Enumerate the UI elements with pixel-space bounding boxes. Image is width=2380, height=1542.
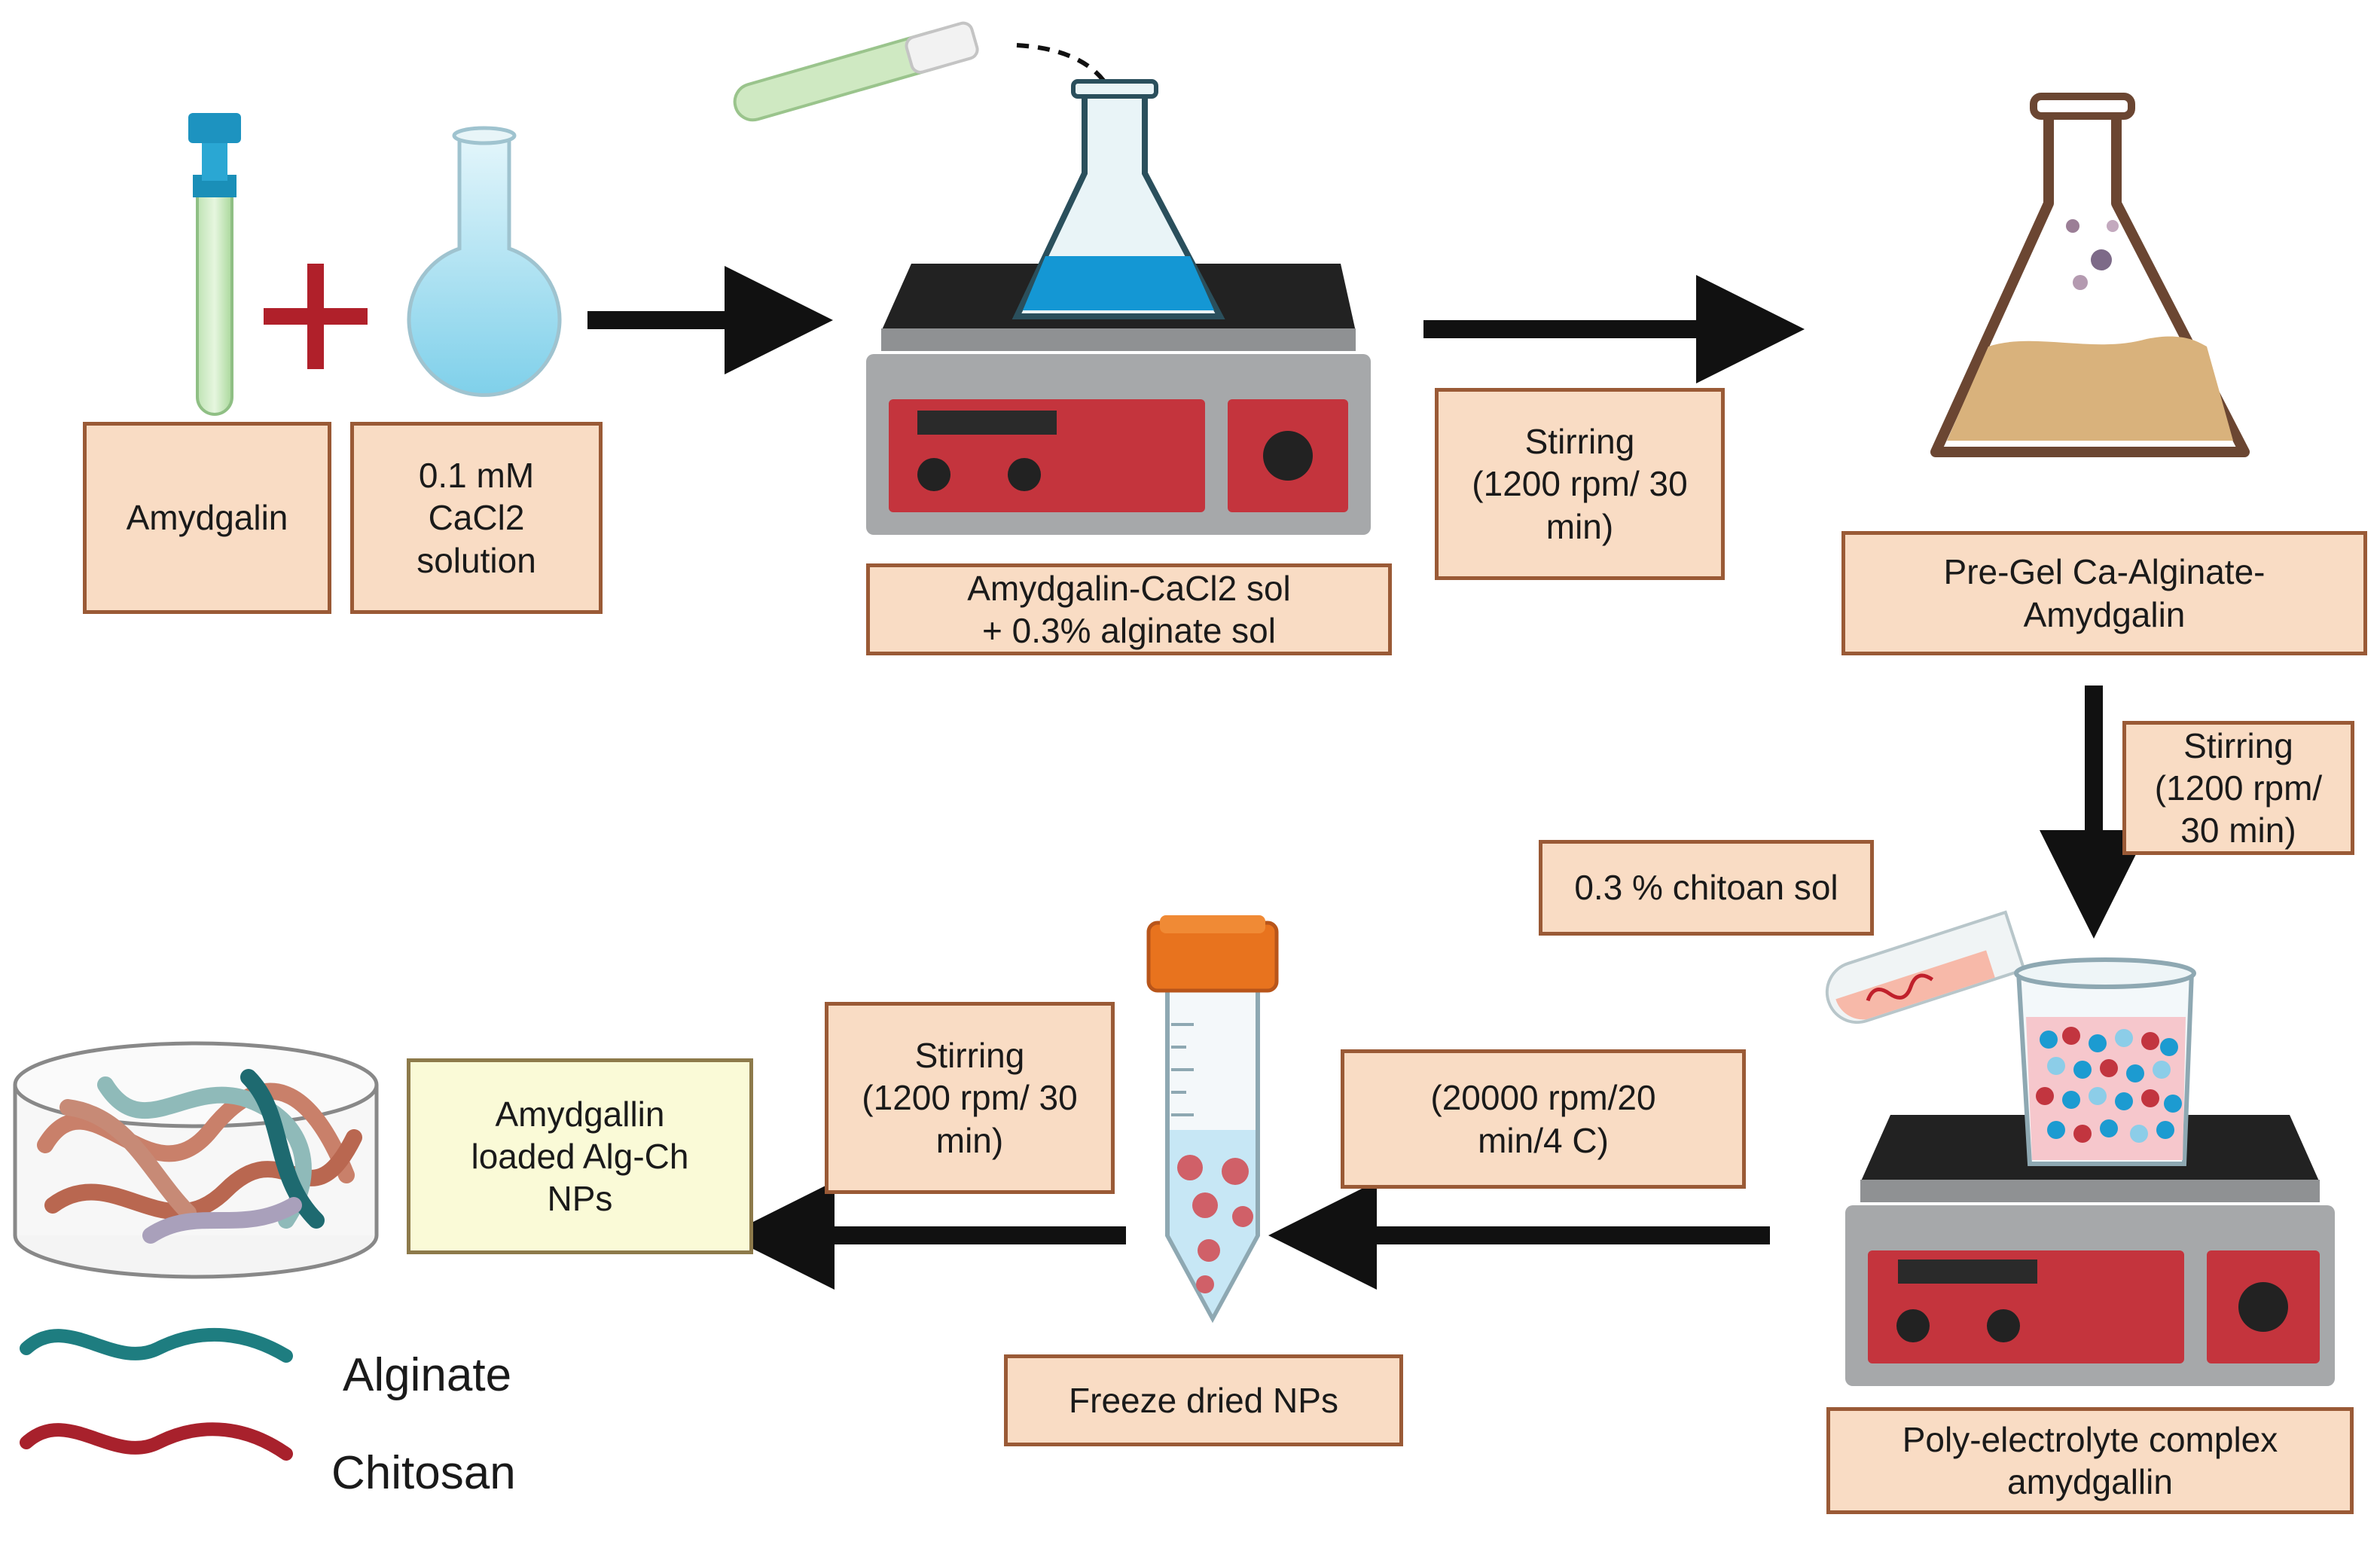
label-cacl2-solution: 0.1 mM CaCl2 solution bbox=[350, 422, 603, 614]
legend-label-alginate: Alginate bbox=[343, 1349, 512, 1401]
legend-swatch-chitosan bbox=[20, 1422, 293, 1461]
label-stirring-right: Stirring (1200 rpm/ 30 min) bbox=[2122, 721, 2354, 855]
magnetic-stirrer-icon bbox=[1845, 1115, 2335, 1386]
round-flask-icon bbox=[407, 126, 562, 397]
label-stirring-top: Stirring (1200 rpm/ 30 min) bbox=[1435, 388, 1725, 580]
centrifuge-tube-icon bbox=[1146, 915, 1279, 1324]
nanoparticle-dots bbox=[2036, 1027, 2182, 1143]
label-pregel: Pre-Gel Ca-Alginate- Amydgalin bbox=[1841, 531, 2367, 655]
magnetic-stirrer-icon bbox=[866, 264, 1371, 535]
chitosan-pour-tube-icon bbox=[1825, 910, 2026, 1024]
plus-icon bbox=[264, 264, 368, 369]
beaker-icon bbox=[2014, 957, 2196, 1166]
pipette-tube-icon bbox=[733, 21, 979, 122]
legend-swatch-alginate bbox=[20, 1327, 293, 1363]
label-chitosan-sol: 0.3 % chitoan sol bbox=[1539, 840, 1874, 936]
label-stirring-bottom: Stirring (1200 rpm/ 30 min) bbox=[825, 1002, 1115, 1194]
legend-label-chitosan: Chitosan bbox=[331, 1447, 516, 1499]
label-loaded-nps: Amydgallin loaded Alg-Ch NPs bbox=[407, 1058, 753, 1254]
pregel-flask-icon bbox=[1930, 93, 2250, 457]
label-centrifuge-conditions: (20000 rpm/20 min/4 C) bbox=[1341, 1049, 1746, 1189]
label-freeze-dried: Freeze dried NPs bbox=[1004, 1354, 1403, 1446]
label-amydgalin-alginate-mix: Amydgalin-CaCl2 sol + 0.3% alginate sol bbox=[866, 563, 1392, 655]
label-amydgalin: Amydgalin bbox=[83, 422, 331, 614]
label-polyelectrolyte-complex: Poly-electrolyte complex amydgallin bbox=[1826, 1407, 2354, 1514]
nanoparticle-dish-icon bbox=[13, 1041, 379, 1279]
test-tube-icon bbox=[188, 113, 241, 416]
erlenmeyer-flask-icon bbox=[1012, 79, 1225, 319]
